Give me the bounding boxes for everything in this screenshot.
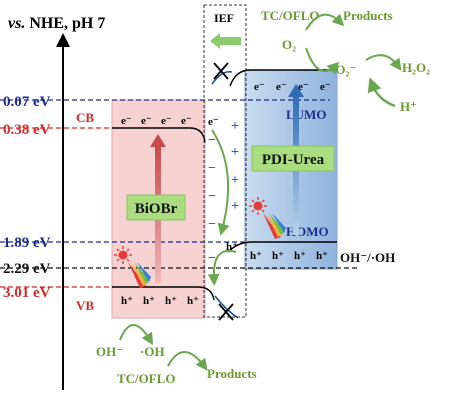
h2o2-label: H₂O₂ [402,60,430,75]
sun-icon [249,197,267,215]
interface-minus: − [208,133,216,148]
top-reagent-label: TC/OFLO [261,8,320,23]
blocked-bottom-path [214,295,239,319]
biobr-electron: e⁻ [121,115,132,127]
bottom-reagent-label: TC/OFLO [117,371,176,386]
oh-minus-label: OH⁻ [96,344,123,359]
interface-minus: − [208,217,216,232]
oh-oxidation-arrow [119,324,154,346]
interface-hole-path [207,249,237,286]
blocked-top-cross-icon [213,62,229,80]
level-label-3.01: 3.01 eV [3,285,51,301]
axis-title: vs. NHE, pH 7 [8,15,105,32]
biobr-hole: h⁺ [187,295,199,307]
vb-label: VB [76,298,94,313]
cb-label: CB [76,110,94,125]
pdi-hole: h⁺ [250,250,262,262]
interface-electron: e⁻ [208,116,219,128]
interface-plus: + [231,199,239,214]
light-ray-icon [263,213,286,239]
biobr-electron: e⁻ [181,115,192,127]
pdi-electron: e⁻ [276,81,287,93]
interface-box [203,4,247,318]
level-label-0.38: 0.38 eV [3,122,51,138]
h2o2-arrow [365,54,402,71]
ief-label-box [208,9,241,26]
lumo-label: LUMO [286,107,326,122]
biobr-hole: h⁺ [143,295,155,307]
blocked-top-path [211,70,233,85]
o2-reduction-arrow [305,47,340,75]
sun-icon [114,246,132,264]
superoxide-label: ·O₂⁻ [331,62,356,77]
biobr-vb-band [112,286,215,301]
bottom-products-arrow [167,351,208,371]
interface-minus: − [208,189,216,204]
bottom-products-label: Products [207,366,257,381]
pdi-label-box [251,145,335,172]
pdi-hole: h⁺ [272,250,284,262]
biobr-excitation-arrowhead [150,134,166,147]
level-label-1.89: 1.89 eV [3,235,51,251]
pdi-lumo-band [229,69,337,87]
ief-label: IEF [214,11,234,25]
ief-arrow-icon [210,33,241,49]
top-products-arrow [305,13,345,31]
h-plus-label: H⁺ [400,99,417,114]
pdi-label: PDI-Urea [262,152,325,168]
interface-minus: − [208,251,216,266]
interface-minus: − [208,161,216,176]
pdi-hole: h⁺ [316,250,328,262]
level-label-0.07: 0.07 eV [3,94,51,110]
top-products-label: Products [343,8,393,23]
biobr-hole: h⁺ [121,295,133,307]
homo-label: HOMO [286,224,329,239]
biobr-electron: e⁻ [161,115,172,127]
pdi-hole: h⁺ [294,250,306,262]
interface-plus: + [231,173,239,188]
interface-plus: + [231,119,239,134]
biobr-label: BiOBr [135,201,178,217]
pdi-electron: e⁻ [254,81,265,93]
level-label-2.29: 2.29 eV [3,261,51,277]
biobr-label-box [126,194,186,221]
biobr-electron: e⁻ [141,115,152,127]
pdi-excitation-arrowhead [288,84,304,97]
pdi-electron: e⁻ [298,81,309,93]
interface-plus: + [231,145,239,160]
biobr-hole: h⁺ [165,295,177,307]
o2-label: O₂ [282,37,296,52]
interface-electron-path [211,129,230,236]
oh-radical-label: ·OH [140,344,165,359]
h-plus-arrow [367,77,396,108]
pdi-electron: e⁻ [320,81,331,93]
light-ray-icon [128,262,151,288]
blocked-bottom-cross-icon [218,303,234,321]
oh-couple-label: OH⁻/·OH [340,250,395,265]
biobr-cb-band [112,127,206,143]
